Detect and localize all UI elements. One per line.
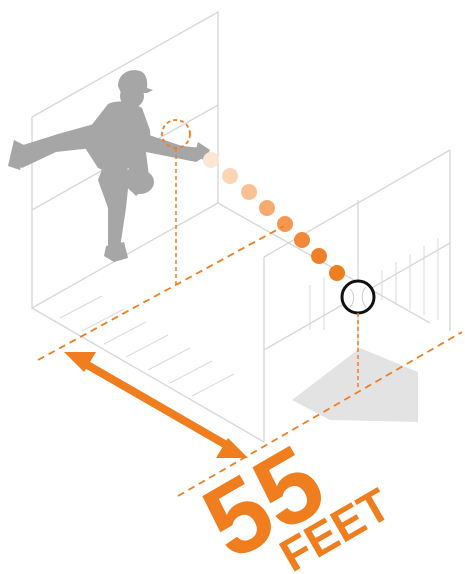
pitcher-silhouette-icon <box>8 70 210 262</box>
floor-tick-marks <box>60 296 234 396</box>
baseball-icon <box>342 281 374 313</box>
ball-trajectory <box>203 152 345 281</box>
double-arrow-icon <box>64 352 248 458</box>
home-plate-icon <box>292 348 418 422</box>
